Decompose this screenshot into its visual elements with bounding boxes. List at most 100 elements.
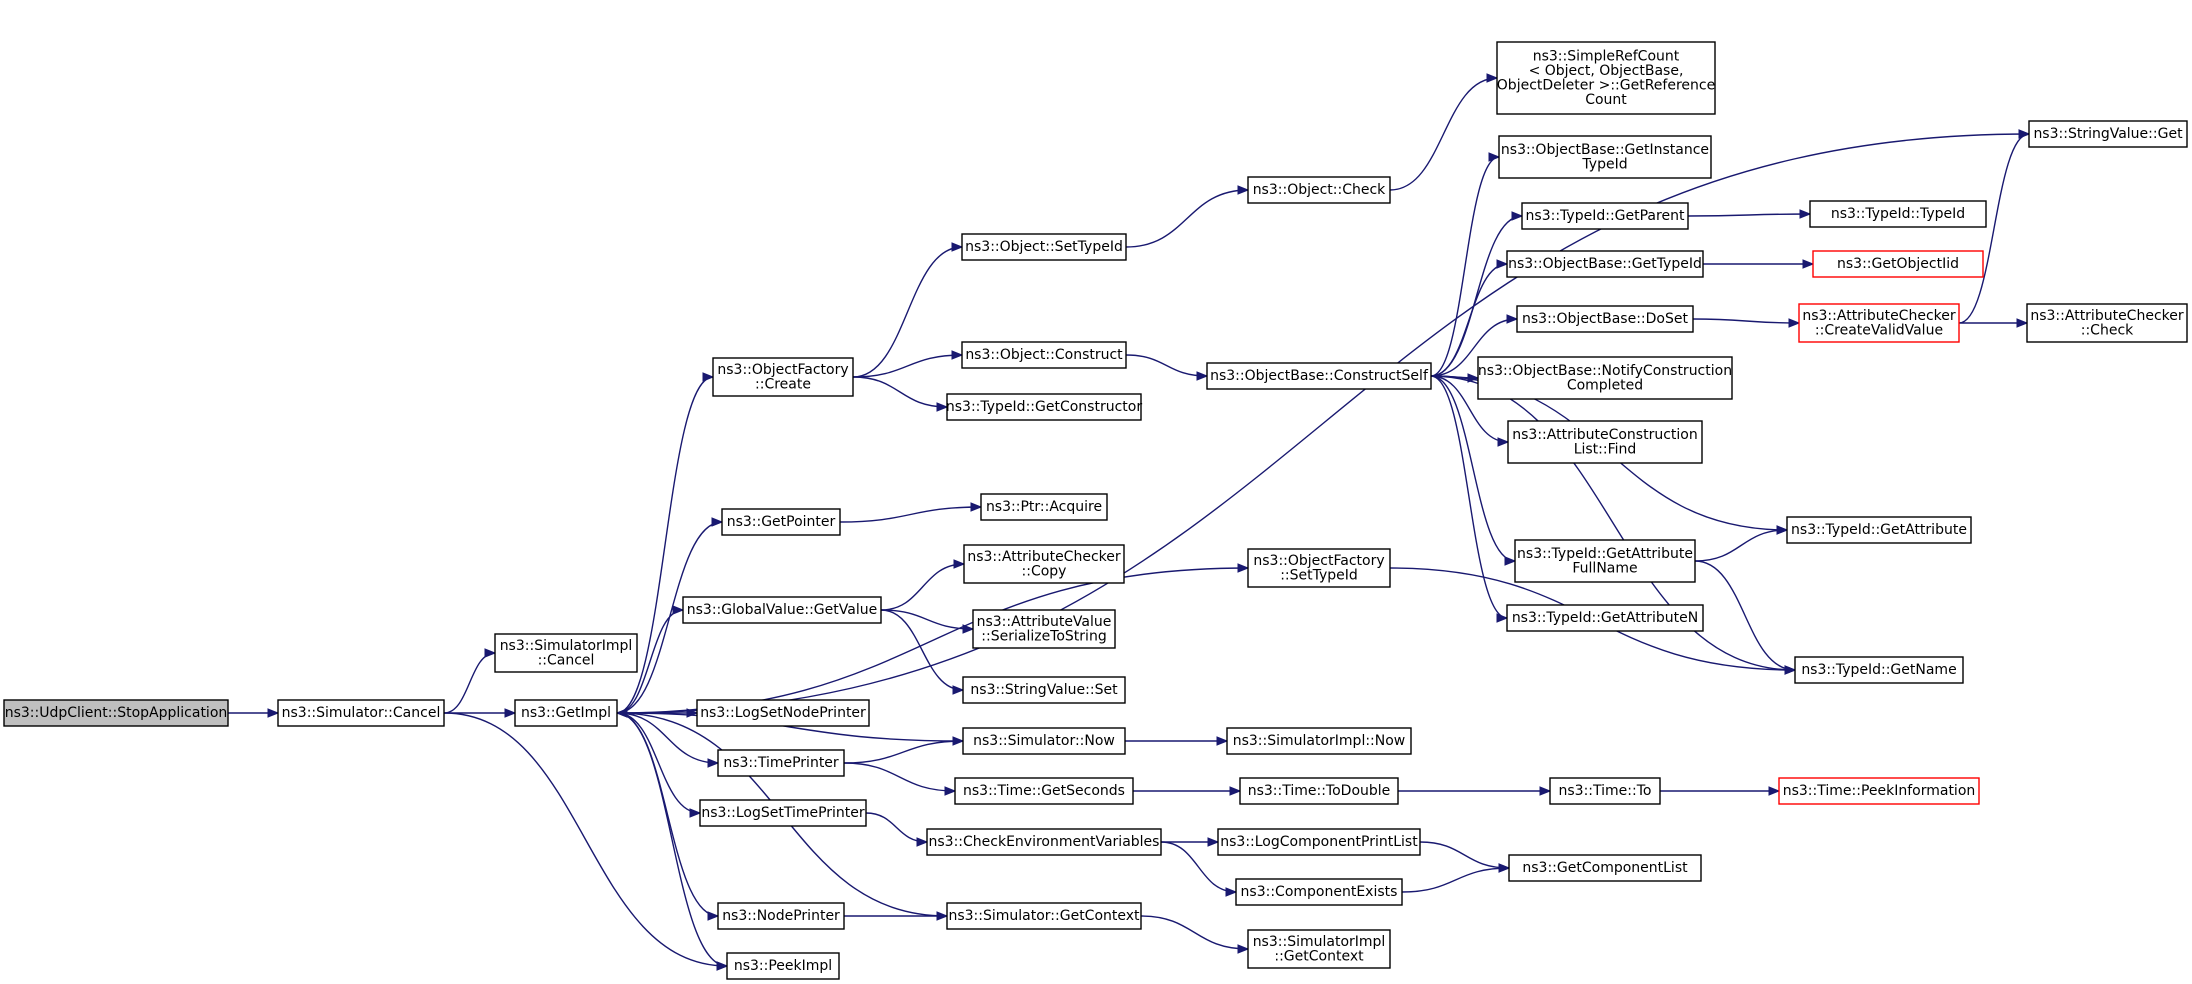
node-simnow[interactable]: ns3::Simulator::Now	[962, 727, 1126, 755]
edge-obconstructself-to-tidgetattrfull	[1430, 375, 1516, 562]
node-getimpl[interactable]: ns3::GetImpl	[514, 699, 618, 727]
edge-timeprinter-to-getseconds	[843, 762, 956, 792]
node-objconstruct[interactable]: ns3::Object::Construct	[961, 341, 1127, 369]
node-tidgetparent[interactable]: ns3::TypeId::GetParent	[1521, 202, 1689, 230]
node-box	[961, 341, 1127, 369]
arrowhead-gvgetvalue-to-avserialize	[962, 624, 975, 634]
edge-getpointer-to-ptracquire	[839, 506, 982, 523]
node-objsettypeid[interactable]: ns3::Object::SetTypeId	[961, 233, 1127, 261]
edge-obconstructself-to-tidgetparent	[1430, 215, 1523, 377]
edge-simnow-to-getimpl	[616, 712, 964, 742]
node-stopapp[interactable]: ns3::UdpClient::StopApplication	[3, 699, 229, 727]
node-srcgetref[interactable]: ns3::SimpleRefCount< Object, ObjectBase,…	[1496, 41, 1716, 115]
node-tidgetname[interactable]: ns3::TypeId::GetName	[1794, 656, 1964, 684]
edge-ofcreate-to-objsettypeid	[852, 246, 963, 378]
node-box	[1516, 305, 1694, 333]
node-compexists[interactable]: ns3::ComponentExists	[1235, 878, 1403, 906]
arrowhead-simnow-to-implnow	[1216, 736, 1229, 746]
node-label: ns3::Object::Construct	[965, 347, 1123, 363]
node-box	[954, 777, 1134, 805]
node-getcomplist[interactable]: ns3::GetComponentList	[1508, 854, 1702, 882]
arrowhead-accreate-to-svget	[2018, 129, 2031, 139]
node-ptracquire[interactable]: ns3::Ptr::Acquire	[980, 493, 1108, 521]
node-label: ns3::AttributeChecker	[2030, 308, 2184, 324]
node-accheck[interactable]: ns3::AttributeChecker::Check	[2026, 303, 2188, 343]
edge-getimpl-to-ofsettypeid	[616, 567, 1249, 714]
node-todouble[interactable]: ns3::Time::ToDouble	[1239, 777, 1399, 805]
arrowhead-obconstructself-to-tidgetparent	[1511, 211, 1524, 221]
node-label: ns3::GetComponentList	[1522, 860, 1688, 876]
node-box	[1794, 656, 1964, 684]
node-timeprinter[interactable]: ns3::TimePrinter	[717, 749, 845, 777]
node-logsettime[interactable]: ns3::LogSetTimePrinter	[699, 799, 867, 827]
node-label: ns3::AttributeChecker	[1802, 308, 1956, 324]
node-gvgetvalue[interactable]: ns3::GlobalValue::GetValue	[682, 596, 882, 624]
node-label: ns3::ObjectBase::GetInstance	[1501, 142, 1709, 158]
edge-getimpl-to-ofcreate	[616, 376, 714, 714]
node-label: ns3::Time::ToDouble	[1248, 783, 1391, 799]
node-getseconds[interactable]: ns3::Time::GetSeconds	[954, 777, 1134, 805]
node-implgetctx[interactable]: ns3::SimulatorImpl::GetContext	[1247, 929, 1391, 969]
node-implcancel[interactable]: ns3::SimulatorImpl::Cancel	[494, 633, 638, 673]
edge-tidgetattrfull-to-tidgetname	[1694, 560, 1796, 671]
node-obdoset[interactable]: ns3::ObjectBase::DoSet	[1516, 305, 1694, 333]
arrowhead-compexists-to-getcomplist	[1498, 863, 1511, 873]
edge-objconstruct-to-obconstructself	[1125, 354, 1208, 377]
node-timeto[interactable]: ns3::Time::To	[1549, 777, 1661, 805]
node-avserialize[interactable]: ns3::AttributeValue::SerializeToString	[972, 609, 1116, 649]
edge-simcancel-to-peekimpl	[443, 712, 728, 967]
node-accreate[interactable]: ns3::AttributeChecker::CreateValidValue	[1798, 303, 1960, 343]
node-label: ns3::Object::Check	[1253, 182, 1386, 198]
arrowhead-stopapp-to-simcancel	[267, 708, 280, 718]
edge-simcancel-to-implcancel	[443, 652, 496, 714]
node-timepeek[interactable]: ns3::Time::PeekInformation	[1778, 777, 1980, 805]
node-obconstructself[interactable]: ns3::ObjectBase::ConstructSelf	[1206, 362, 1432, 390]
node-label: ns3::Time::PeekInformation	[1783, 783, 1976, 799]
node-simcancel[interactable]: ns3::Simulator::Cancel	[277, 699, 445, 727]
node-implnow[interactable]: ns3::SimulatorImpl::Now	[1226, 727, 1412, 755]
node-tidgetctor[interactable]: ns3::TypeId::GetConstructor	[946, 393, 1142, 421]
node-obgettypeid[interactable]: ns3::ObjectBase::GetTypeId	[1506, 250, 1704, 278]
node-ofsettypeid[interactable]: ns3::ObjectFactory::SetTypeId	[1247, 548, 1391, 588]
arrowhead-obconstructself-to-obgetinst	[1488, 152, 1501, 162]
node-box	[1507, 420, 1703, 464]
node-box	[696, 699, 870, 727]
node-box	[962, 676, 1126, 704]
node-tidgetattrn[interactable]: ns3::TypeId::GetAttributeN	[1506, 604, 1704, 632]
node-tidgetattr[interactable]: ns3::TypeId::GetAttribute	[1786, 516, 1972, 544]
node-tidtypeid[interactable]: ns3::TypeId::TypeId	[1809, 200, 1987, 228]
node-peekimpl[interactable]: ns3::PeekImpl	[726, 952, 840, 980]
arrowhead-getimpl-to-peekimpl	[716, 961, 729, 971]
node-getpointer[interactable]: ns3::GetPointer	[721, 508, 841, 536]
node-checkenv[interactable]: ns3::CheckEnvironmentVariables	[926, 828, 1162, 856]
node-svget[interactable]: ns3::StringValue::Get	[2028, 120, 2188, 148]
node-svset[interactable]: ns3::StringValue::Set	[962, 676, 1126, 704]
node-obnotify[interactable]: ns3::ObjectBase::NotifyConstructionCompl…	[1477, 356, 1733, 400]
arrowhead-checkenv-to-compexists	[1225, 887, 1238, 897]
node-ofcreate[interactable]: ns3::ObjectFactory::Create	[712, 357, 854, 397]
node-label: ::SerializeToString	[981, 628, 1106, 644]
node-objcheck[interactable]: ns3::Object::Check	[1247, 176, 1391, 204]
node-label: ::CreateValidValue	[1815, 322, 1943, 338]
arrowhead-getimpl-to-nodeprinter	[707, 911, 720, 921]
node-acheckcopy[interactable]: ns3::AttributeChecker::Copy	[963, 544, 1125, 584]
node-label: ns3::ObjectFactory	[717, 362, 848, 378]
arrowhead-tidgetparent-to-tidtypeid	[1799, 209, 1812, 219]
arrowhead-obconstructself-to-obgettypeid	[1496, 259, 1509, 269]
node-logcompprint[interactable]: ns3::LogComponentPrintList	[1217, 828, 1421, 856]
node-label: ns3::ObjectBase::GetTypeId	[1508, 256, 1702, 272]
node-logsetnode[interactable]: ns3::LogSetNodePrinter	[696, 699, 870, 727]
node-simgetctx[interactable]: ns3::Simulator::GetContext	[946, 902, 1142, 930]
node-getobjectiid[interactable]: ns3::GetObjectIid	[1812, 250, 1984, 278]
node-label: ns3::GetImpl	[521, 705, 611, 721]
node-box	[514, 699, 618, 727]
node-label: ns3::PeekImpl	[734, 958, 832, 974]
node-box	[3, 699, 229, 727]
node-nodeprinter[interactable]: ns3::NodePrinter	[717, 902, 845, 930]
edge-logcompprint-to-getcomplist	[1419, 841, 1510, 869]
node-box	[1498, 135, 1712, 179]
